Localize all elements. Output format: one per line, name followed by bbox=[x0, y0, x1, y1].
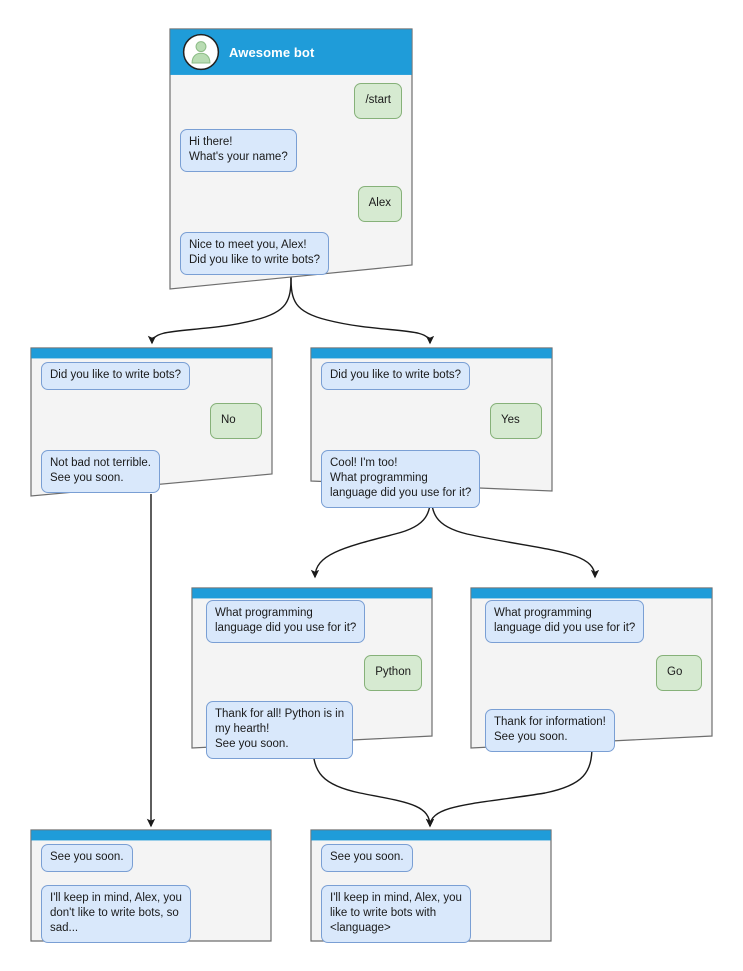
node-python-branch-chat: What programming language did you use fo… bbox=[192, 588, 432, 759]
node-end-no[interactable]: See you soon. I'll keep in mind, Alex, y… bbox=[30, 829, 272, 943]
message-row: What programming language did you use fo… bbox=[206, 600, 422, 643]
message-row: Not bad not terrible. See you soon. bbox=[41, 450, 262, 493]
bot-message-bubble[interactable]: Cool! I'm too! What programming language… bbox=[321, 450, 481, 508]
user-message-bubble[interactable]: Python bbox=[364, 655, 422, 691]
user-message-bubble[interactable]: No bbox=[210, 403, 262, 439]
bot-message-bubble[interactable]: Hi there! What's your name? bbox=[180, 129, 297, 172]
bot-message-bubble[interactable]: Thank for all! Python is in my hearth! S… bbox=[206, 701, 354, 759]
message-row: What programming language did you use fo… bbox=[485, 600, 702, 643]
message-row: Thank for all! Python is in my hearth! S… bbox=[206, 701, 422, 759]
node-python-branch[interactable]: What programming language did you use fo… bbox=[191, 587, 433, 759]
node-end-yes-chat: See you soon. I'll keep in mind, Alex, y… bbox=[311, 830, 551, 943]
user-message-bubble[interactable]: Yes bbox=[490, 403, 542, 439]
node-no-branch[interactable]: Did you like to write bots? No Not bad n… bbox=[30, 347, 273, 498]
message-row: See you soon. bbox=[321, 844, 541, 872]
bot-message-bubble[interactable]: Thank for information! See you soon. bbox=[485, 709, 615, 752]
bot-message-bubble[interactable]: What programming language did you use fo… bbox=[485, 600, 645, 643]
bot-message-bubble[interactable]: I'll keep in mind, Alex, you don't like … bbox=[41, 885, 191, 943]
node-go-branch[interactable]: What programming language did you use fo… bbox=[470, 587, 713, 752]
message-row: I'll keep in mind, Alex, you don't like … bbox=[41, 885, 261, 943]
message-row: Cool! I'm too! What programming language… bbox=[321, 450, 542, 508]
node-no-branch-chat: Did you like to write bots? No Not bad n… bbox=[31, 348, 272, 493]
message-row: Hi there! What's your name? bbox=[180, 129, 402, 172]
bot-message-bubble[interactable]: Did you like to write bots? bbox=[41, 362, 191, 390]
message-row: No bbox=[41, 403, 262, 439]
user-message-bubble[interactable]: Go bbox=[656, 655, 702, 691]
message-row: Python bbox=[206, 655, 422, 691]
node-root-chat: /start Hi there! What's your name? Alex … bbox=[170, 75, 412, 275]
message-row: Did you like to write bots? bbox=[321, 362, 542, 390]
edge-go-to-end-yes bbox=[425, 745, 593, 828]
node-end-yes[interactable]: See you soon. I'll keep in mind, Alex, y… bbox=[310, 829, 552, 943]
node-yes-branch[interactable]: Did you like to write bots? Yes Cool! I'… bbox=[310, 347, 553, 508]
message-row: Nice to meet you, Alex! Did you like to … bbox=[180, 232, 402, 275]
user-message-bubble[interactable]: Alex bbox=[357, 186, 402, 222]
node-root[interactable]: Awesome bot /start Hi there! What's your… bbox=[169, 28, 413, 291]
node-go-branch-chat: What programming language did you use fo… bbox=[471, 588, 712, 752]
bot-message-bubble[interactable]: I'll keep in mind, Alex, you like to wri… bbox=[321, 885, 471, 943]
bot-message-bubble[interactable]: What programming language did you use fo… bbox=[206, 600, 366, 643]
message-row: I'll keep in mind, Alex, you like to wri… bbox=[321, 885, 541, 943]
bot-message-bubble[interactable]: Did you like to write bots? bbox=[321, 362, 471, 390]
message-row: /start bbox=[180, 83, 402, 119]
bot-message-bubble[interactable]: Not bad not terrible. See you soon. bbox=[41, 450, 161, 493]
node-yes-branch-chat: Did you like to write bots? Yes Cool! I'… bbox=[311, 348, 552, 508]
message-row: See you soon. bbox=[41, 844, 261, 872]
bot-message-bubble[interactable]: Nice to meet you, Alex! Did you like to … bbox=[180, 232, 330, 275]
bot-message-bubble[interactable]: See you soon. bbox=[41, 844, 133, 872]
message-row: Alex bbox=[180, 186, 402, 222]
node-end-no-chat: See you soon. I'll keep in mind, Alex, y… bbox=[31, 830, 271, 943]
message-row: Yes bbox=[321, 403, 542, 439]
bot-message-bubble[interactable]: See you soon. bbox=[321, 844, 413, 872]
message-row: Thank for information! See you soon. bbox=[485, 709, 702, 752]
user-message-bubble[interactable]: /start bbox=[354, 83, 402, 119]
message-row: Did you like to write bots? bbox=[41, 362, 262, 390]
node-root-header: Awesome bot bbox=[170, 29, 412, 75]
message-row: Go bbox=[485, 655, 702, 691]
user-avatar-icon bbox=[182, 33, 220, 71]
node-root-title: Awesome bot bbox=[229, 44, 315, 60]
